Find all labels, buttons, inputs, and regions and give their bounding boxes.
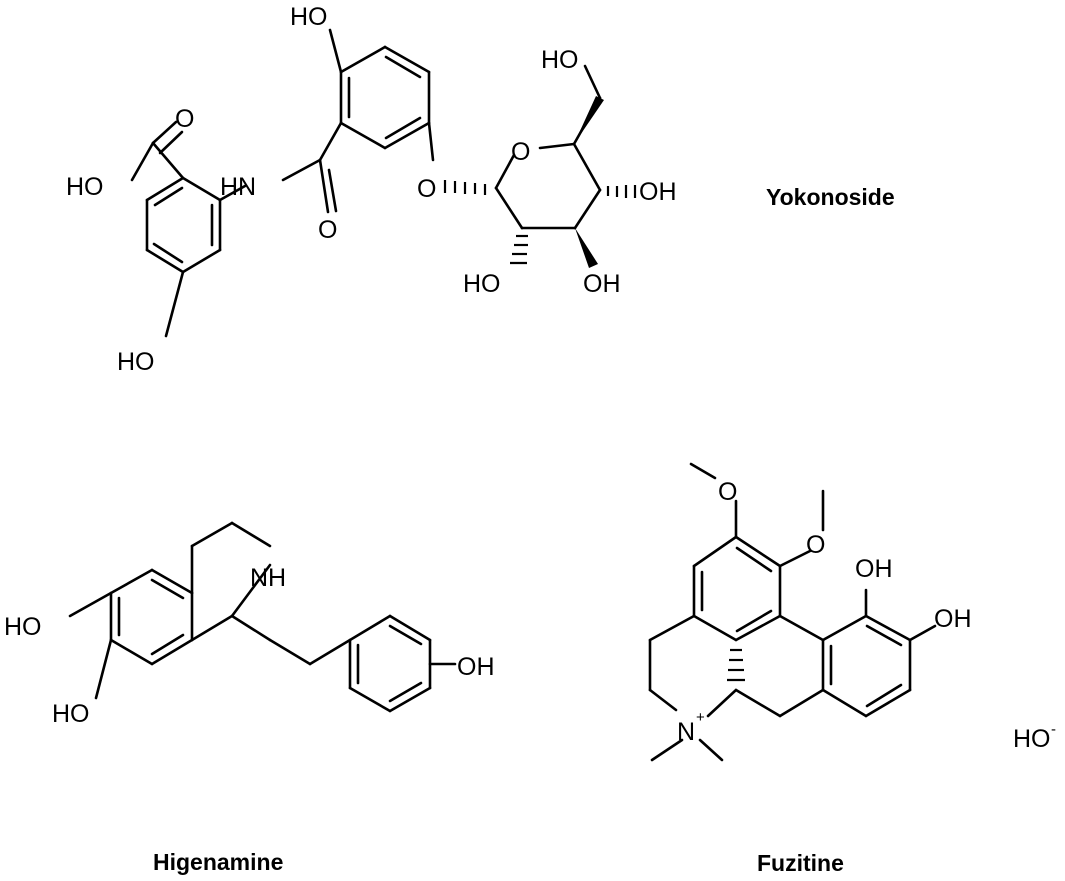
yokonoside-oh-c2: OH	[583, 270, 621, 298]
fuzitine-counterion: HO	[1013, 725, 1051, 753]
c1-hash-bond	[510, 234, 528, 265]
fuzitine-ome2-o: O	[806, 531, 825, 559]
higenamine-nh: NH	[250, 564, 286, 592]
higenamine-phenol-ring	[308, 614, 432, 713]
yokonoside-ho-ch2: HO	[541, 46, 579, 74]
fuzitine-oh-2: OH	[934, 605, 972, 633]
higenamine-ho-c6: HO	[4, 613, 42, 641]
yokonoside-oh-c3: OH	[639, 178, 677, 206]
c6-wedge-bond	[574, 96, 604, 144]
yokonoside-amide-o: O	[318, 216, 337, 244]
fuzitine-counterion-charge: -	[1051, 721, 1056, 738]
fuzitine-ome1-o: O	[718, 478, 737, 506]
yokonoside-ho-c1: HO	[463, 270, 501, 298]
yokonoside-acid-o: O	[175, 105, 194, 133]
higenamine-aromatic-ring	[109, 568, 194, 666]
fuzitine-n: N	[677, 718, 695, 746]
yokonoside-ho-top: HO	[290, 3, 328, 31]
yokonoside-ho-acid: HO	[66, 173, 104, 201]
glycosidic-hash-bond	[443, 180, 487, 195]
yokonoside-lower-ring	[145, 176, 222, 274]
c2-wedge-bond	[575, 228, 598, 268]
c3-hash-bond	[606, 185, 637, 198]
fuzitine-n-charge: +	[696, 709, 705, 726]
higenamine-oh-para: OH	[457, 653, 495, 681]
yokonoside-upper-ring	[339, 45, 431, 150]
higenamine-name: Higenamine	[153, 849, 283, 875]
yokonoside-sugar-ring	[494, 142, 602, 230]
yokonoside-hn: HN	[220, 173, 256, 201]
yokonoside-name: Yokonoside	[766, 184, 895, 210]
yokonoside-ring-o: O	[511, 138, 530, 166]
yokonoside-ho-bottom: HO	[117, 348, 155, 376]
yokonoside-glyco-o: O	[417, 175, 436, 203]
higenamine-structure: NH HO HO OH Higenamine	[4, 521, 495, 875]
fuzitine-ring-d	[821, 614, 912, 718]
fuzitine-hash-bond	[727, 648, 745, 682]
fuzitine-ring-a	[692, 535, 782, 642]
fuzitine-name: Fuzitine	[757, 850, 844, 876]
yokonoside-structure: HO HO O O OH HO OH HO O HN O HO Yokonosi…	[66, 3, 895, 376]
fuzitine-structure: O O OH OH N + HO - Fuzitine	[648, 462, 1056, 876]
higenamine-ho-c7: HO	[52, 700, 90, 728]
fuzitine-oh-1: OH	[855, 555, 893, 583]
